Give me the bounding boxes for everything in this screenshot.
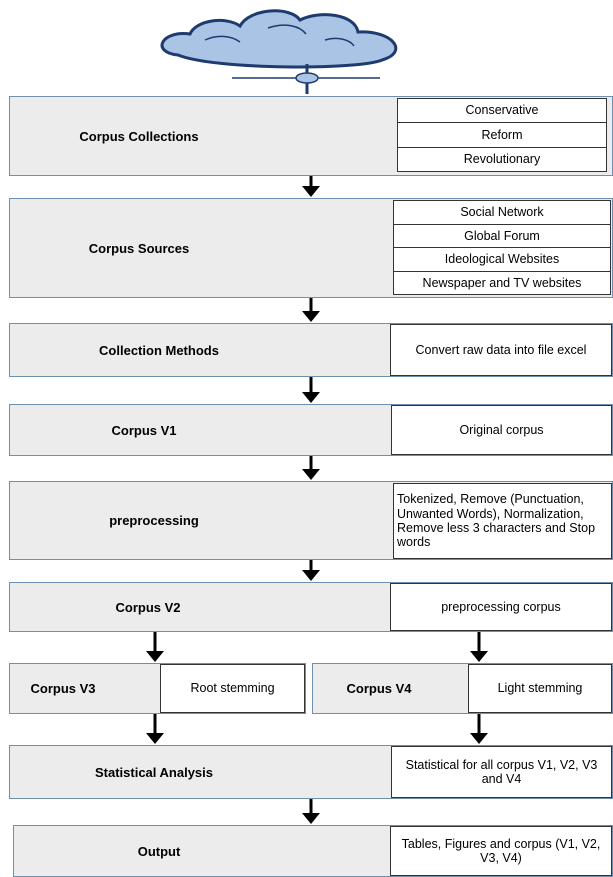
stage-label: Corpus Collections <box>79 128 199 144</box>
corpus-v1-detail: Original corpus <box>391 405 612 455</box>
list-item: Social Network <box>394 201 610 225</box>
collection-methods-detail: Convert raw data into file excel <box>390 324 612 376</box>
stage-label: preprocessing <box>109 513 199 528</box>
stage-label: Corpus V2 <box>115 599 181 615</box>
list-item: Newspaper and TV websites <box>422 275 582 290</box>
list-item: Revolutionary <box>463 152 541 167</box>
detail-text: Root stemming <box>190 681 275 696</box>
statistical-analysis-detail: Statistical for all corpus V1, V2, V3 an… <box>391 746 612 798</box>
corpus-collections-list: Conservative Reform Revolutionary <box>397 98 607 172</box>
list-item: Reform <box>398 123 606 148</box>
corpus-sources-list: Social Network Global Forum Ideological … <box>393 200 611 295</box>
stage-label: Corpus Sources <box>88 240 190 256</box>
stage-label: Corpus V4 <box>346 681 412 696</box>
corpus-v4-detail: Light stemming <box>468 664 612 713</box>
preprocessing-detail: Tokenized, Remove (Punctuation, Unwanted… <box>393 483 612 559</box>
cloud-network-icon <box>160 9 398 94</box>
detail-text: Convert raw data into file excel <box>415 342 587 357</box>
corpus-v3-detail: Root stemming <box>160 664 305 713</box>
list-item: Ideological Websites <box>394 248 610 272</box>
list-item: Global Forum <box>394 225 610 248</box>
detail-text: Statistical for all corpus V1, V2, V3 an… <box>405 757 598 786</box>
stage-label: Statistical Analysis <box>94 764 213 780</box>
stage-label: Collection Methods <box>99 342 219 358</box>
corpus-v2-detail: preprocessing corpus <box>390 583 612 631</box>
detail-text: Light stemming <box>497 681 583 696</box>
detail-text: Tables, Figures and corpus (V1, V2, V3, … <box>401 836 601 865</box>
output-detail: Tables, Figures and corpus (V1, V2, V3, … <box>390 826 612 876</box>
stage-label: Corpus V3 <box>30 681 96 696</box>
stage-label: Corpus V1 <box>111 422 177 438</box>
detail-text: Original corpus <box>459 422 544 437</box>
detail-text: preprocessing corpus <box>441 599 561 614</box>
list-item: Conservative <box>398 99 606 124</box>
detail-text: Tokenized, Remove (Punctuation, Unwanted… <box>397 492 596 550</box>
stage-label: Output <box>137 843 181 859</box>
